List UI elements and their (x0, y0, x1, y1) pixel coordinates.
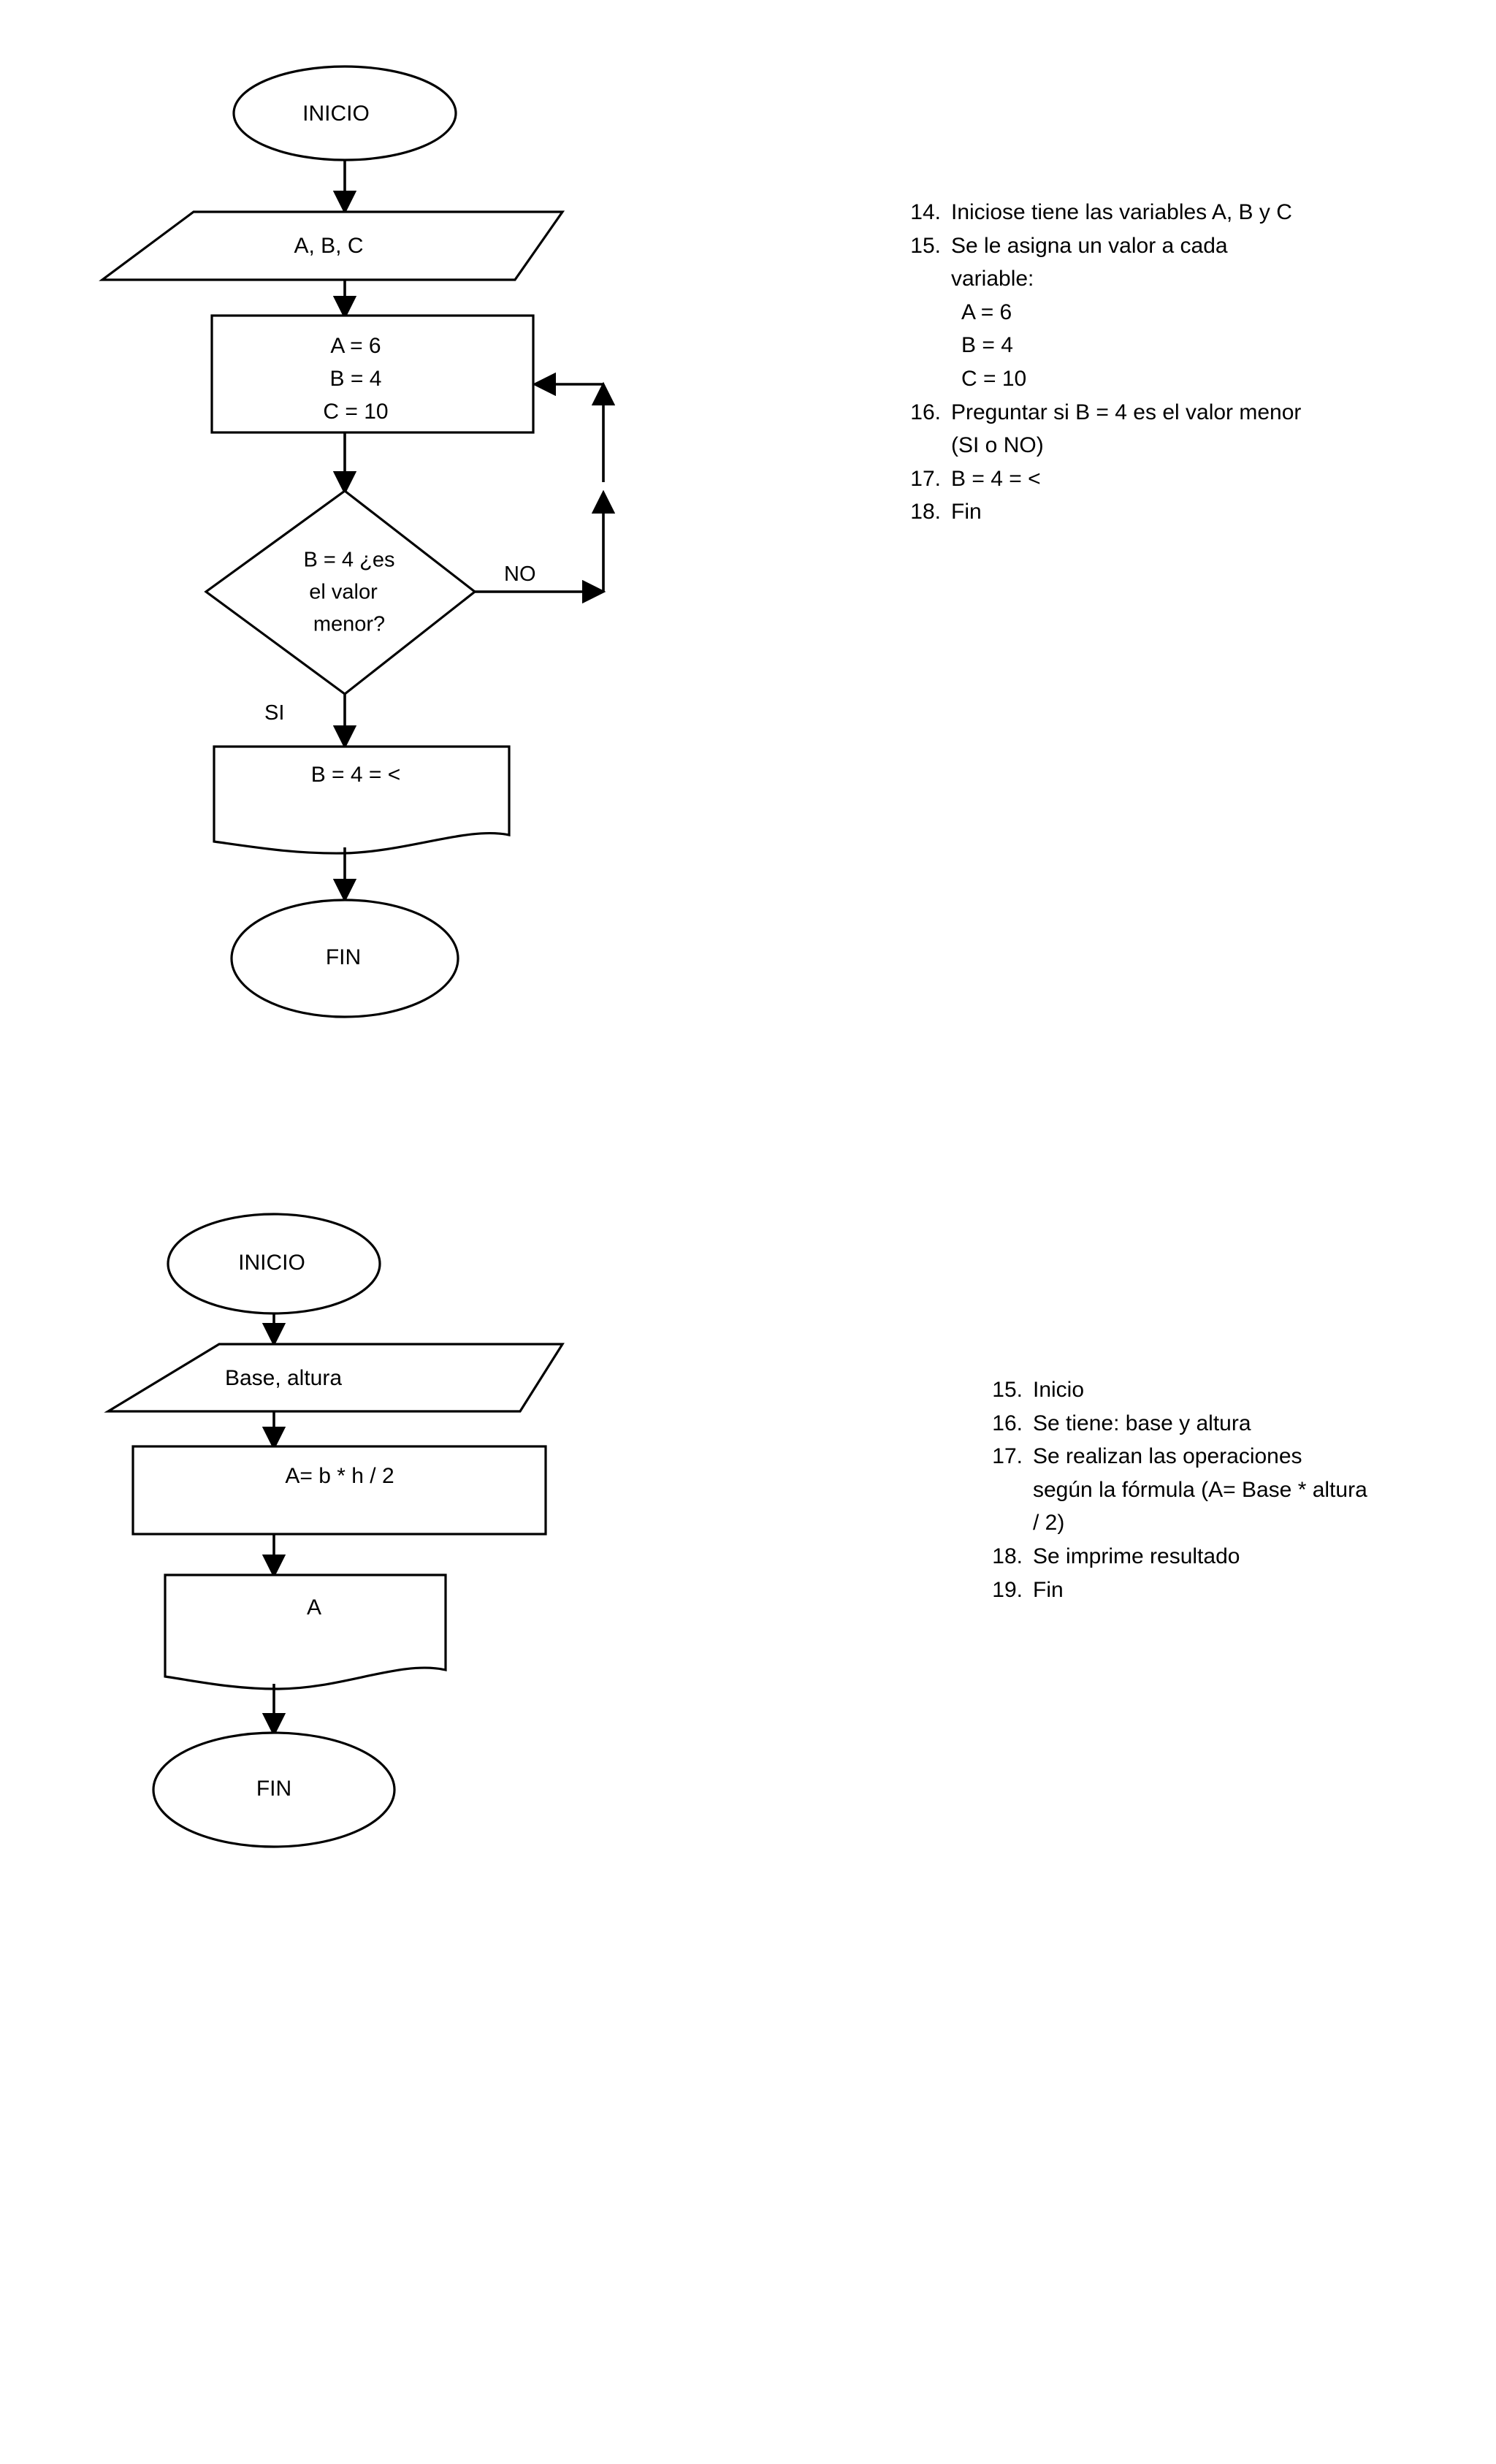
fc1-node-start: INICIO (232, 65, 457, 161)
fc2-end-label: FIN (256, 1777, 291, 1801)
list-item-number: 16. (910, 400, 941, 424)
fc1-node-decision: B = 4 ¿es el valor menor? (204, 489, 477, 696)
list-item: 19. Fin (988, 1574, 1367, 1607)
fc2-output-label: A (307, 1595, 321, 1620)
list-item-number: 14. (910, 200, 941, 224)
list-item-subline: B = 4 (961, 333, 1013, 358)
list-item-number: 17. (910, 466, 941, 491)
list-item-text: Se realizan las operaciones según la fór… (1033, 1444, 1367, 1536)
list-item-text: Se imprime resultado (1033, 1544, 1240, 1568)
list-item-subline: C = 10 (961, 366, 1027, 391)
list-item-number: 15. (992, 1378, 1023, 1402)
list-item-text: Se tiene: base y altura (1033, 1411, 1251, 1435)
list-item: 17. Se realizan las operaciones según la… (988, 1440, 1367, 1540)
flowchart-valor-menor: INICIO A, B, C A = 6 B = 4 C = 10 B = 4 … (99, 65, 616, 1018)
fc1-branch-label-si: SI (264, 701, 284, 725)
list-item-number: 18. (910, 500, 941, 525)
fc1-decision-line-3: menor? (313, 613, 385, 636)
list-item-text: Fin (951, 500, 982, 525)
list-item: 16. Se tiene: base y altura (988, 1407, 1367, 1441)
fc1-process-line-1: A = 6 (330, 334, 381, 358)
fc2-node-input: Base, altura (104, 1343, 565, 1413)
list-item: 17. B = 4 = < (906, 462, 1315, 496)
fc2-node-start: INICIO (167, 1213, 381, 1315)
list-item-text: Fin (1033, 1577, 1064, 1602)
fc1-start-label: INICIO (302, 102, 370, 126)
fc1-output-label: B = 4 = < (311, 763, 401, 787)
list-item-text: B = 4 = < (951, 466, 1041, 491)
fc2-input-label: Base, altura (225, 1366, 342, 1390)
list-item-text: Se le asigna un valor a cada variable: (951, 233, 1228, 291)
flowchart-area-triangulo: INICIO Base, altura A= b * h / 2 A FIN (104, 1213, 565, 1848)
list-item: 18. Se imprime resultado (988, 1540, 1367, 1574)
list-item-text: Preguntar si B = 4 es el valor menor (SI… (951, 400, 1302, 458)
fc1-branch-label-no: NO (504, 562, 536, 586)
list-item: 16. Preguntar si B = 4 es el valor menor… (906, 396, 1315, 462)
fc2-node-process: A= b * h / 2 (131, 1445, 547, 1536)
fc2-node-end: FIN (152, 1731, 396, 1848)
steps-list-area-triangulo: 15. Inicio 16. Se tiene: base y altura 1… (988, 1373, 1367, 1606)
list-item-number: 16. (992, 1411, 1023, 1435)
fc1-node-process: A = 6 B = 4 C = 10 (210, 314, 535, 434)
list-item-text: Iniciose tiene las variables A, B y C (951, 200, 1292, 224)
fc2-node-output: A (164, 1574, 447, 1690)
fc1-node-end: FIN (230, 899, 459, 1018)
fc1-decision-line-1: B = 4 ¿es (304, 549, 395, 572)
steps-list-valor-menor: 14. Iniciose tiene las variables A, B y … (906, 196, 1315, 529)
list-item: 15. Inicio (988, 1373, 1367, 1407)
list-item: 14. Iniciose tiene las variables A, B y … (906, 196, 1315, 229)
fc1-input-label: A, B, C (294, 234, 363, 258)
list-item: 18. Fin (906, 495, 1315, 529)
fc2-process-label: A= b * h / 2 (285, 1464, 394, 1488)
fc1-node-output: B = 4 = < (213, 745, 511, 855)
list-item-number: 18. (992, 1544, 1023, 1568)
list-item-number: 19. (992, 1577, 1023, 1602)
list-item-subline: A = 6 (961, 300, 1012, 324)
list-item-number: 17. (992, 1444, 1023, 1469)
fc1-decision-line-2: el valor (309, 581, 378, 604)
fc1-end-label: FIN (326, 945, 361, 969)
list-item: 15. Se le asigna un valor a cada variabl… (906, 229, 1315, 296)
list-item-number: 15. (910, 233, 941, 258)
fc1-process-line-3: C = 10 (323, 400, 388, 424)
fc1-node-input: A, B, C (99, 210, 565, 281)
fc2-start-label: INICIO (238, 1251, 305, 1275)
fc1-process-line-2: B = 4 (330, 367, 382, 391)
list-item-text: Inicio (1033, 1378, 1085, 1402)
